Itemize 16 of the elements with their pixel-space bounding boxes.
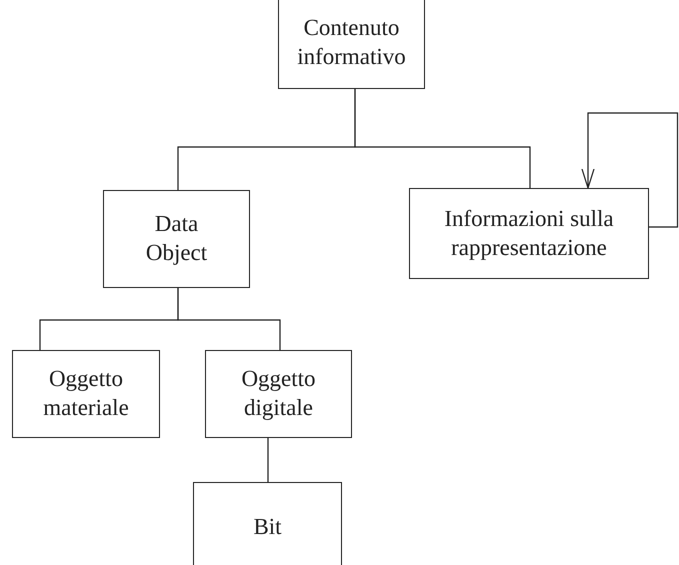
box-label: Oggetto materiale (42, 365, 130, 422)
connector-line (354, 89, 531, 188)
box-label: Data Object (144, 210, 208, 267)
connector-line (267, 438, 269, 482)
process-box (409, 188, 649, 279)
box-label: Oggetto digitale (240, 365, 317, 422)
process-box (278, 0, 425, 89)
connector-line (177, 288, 281, 350)
process-box (205, 350, 352, 438)
process-box (193, 482, 342, 565)
box-label: Contenuto informativo (296, 14, 407, 71)
box-label: Bit (253, 513, 282, 542)
box-label: Informazioni sulla rappresentazione (443, 204, 615, 262)
arrow (581, 112, 678, 228)
process-box (103, 190, 250, 288)
process-box (12, 350, 160, 438)
